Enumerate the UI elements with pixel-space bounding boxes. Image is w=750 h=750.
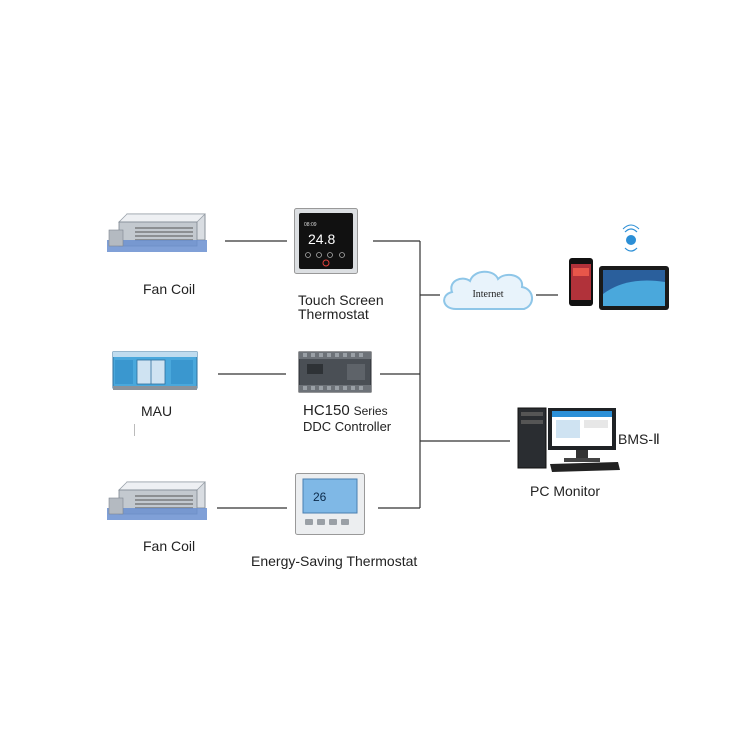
fan-coil-bottom-label: Fan Coil <box>143 538 196 554</box>
fan-coil-top-label: Fan Coil <box>143 281 196 297</box>
touch-screen-label-line2: Thermostat <box>298 306 369 322</box>
hc150-main-label: HC150 <box>303 402 350 419</box>
internet-cloud: Internet <box>438 265 538 319</box>
touch-screen-thermostat-label: Touch Screen Thermostat <box>298 293 384 321</box>
hc150-series-label: Series <box>353 404 388 418</box>
fan-coil-top-image <box>105 210 210 258</box>
mau-label: MAU <box>141 403 173 419</box>
pc-monitor-image <box>514 406 622 472</box>
mau-image <box>111 350 199 392</box>
fan-coil-bottom-image <box>105 478 210 526</box>
mau-stub-line <box>134 424 135 436</box>
touch-thermostat-temp: 24.8 <box>308 231 335 247</box>
mobile-devices-image <box>567 224 671 310</box>
touch-thermostat-time: 08:09 <box>304 222 317 228</box>
ddc-controller-image <box>297 350 373 394</box>
touch-screen-thermostat-image: 08:09 24.8 <box>294 208 358 274</box>
ddc-controller-label-line2: DDC Controller <box>303 419 392 434</box>
energy-saving-thermostat-label: Energy-Saving Thermostat <box>251 553 418 569</box>
energy-thermostat-temp: 26 <box>313 490 327 504</box>
hc150-label-line1: HC150 Series <box>303 403 391 419</box>
internet-label: Internet <box>472 289 503 300</box>
pc-monitor-label: PC Monitor <box>530 483 601 499</box>
wireless-icon <box>622 224 640 252</box>
ddc-controller-label: HC150 Series DDC Controller <box>303 403 391 434</box>
bms-label: BMS-Ⅱ <box>618 431 660 447</box>
touch-screen-label-line1: Touch Screen <box>298 292 384 308</box>
energy-saving-thermostat-image: 26 <box>295 473 365 535</box>
